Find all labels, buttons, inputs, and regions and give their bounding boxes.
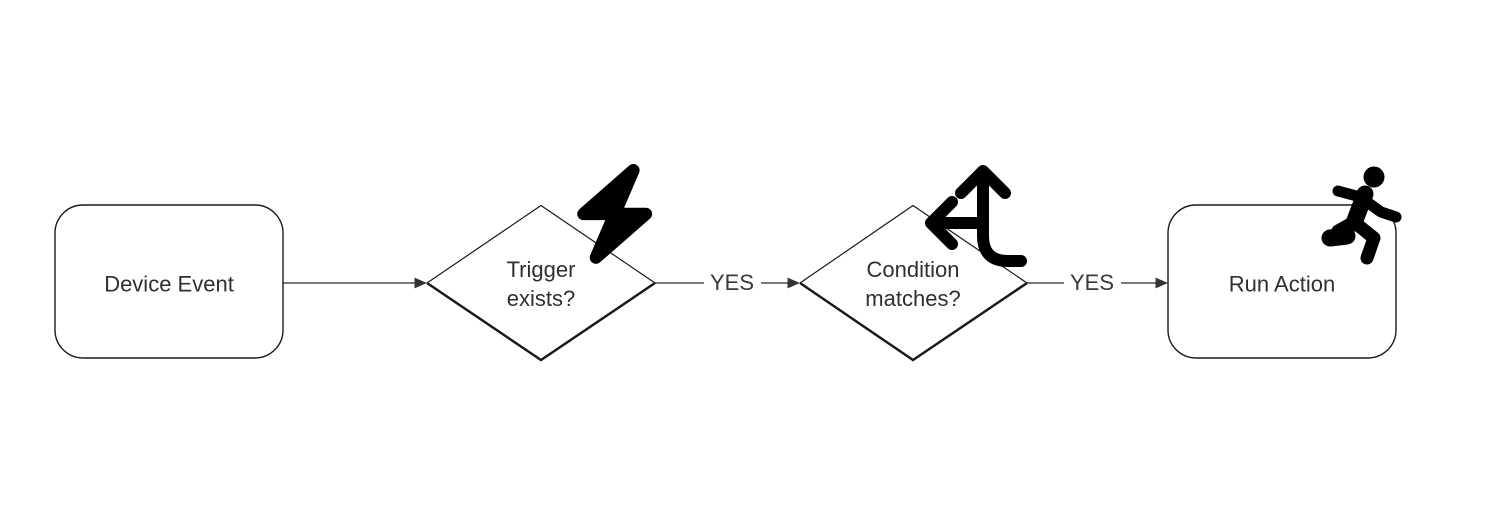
arrowhead bbox=[1155, 277, 1168, 289]
node-device-event-shape bbox=[54, 204, 284, 359]
arrowhead bbox=[787, 277, 800, 289]
node-trigger-exists-label: Trigger exists? bbox=[506, 257, 576, 311]
edge-label-yes-2: YES bbox=[1065, 270, 1119, 296]
person-running-icon bbox=[1321, 166, 1402, 265]
edge-label-yes-1: YES bbox=[705, 270, 759, 296]
edge-trigger-to-condition bbox=[655, 277, 800, 289]
node-device-event-label: Device Event bbox=[104, 271, 234, 297]
node-trigger-exists-shape bbox=[426, 204, 656, 362]
edge-condition-to-action bbox=[1027, 277, 1168, 289]
node-run-action-label: Run Action bbox=[1228, 271, 1336, 297]
arrowhead bbox=[414, 277, 427, 289]
edge-event-to-trigger bbox=[283, 277, 427, 289]
node-condition-matches-label: Condition matches? bbox=[865, 257, 961, 311]
split-arrows-icon bbox=[925, 165, 1027, 267]
lightning-bolt-icon bbox=[577, 163, 653, 264]
